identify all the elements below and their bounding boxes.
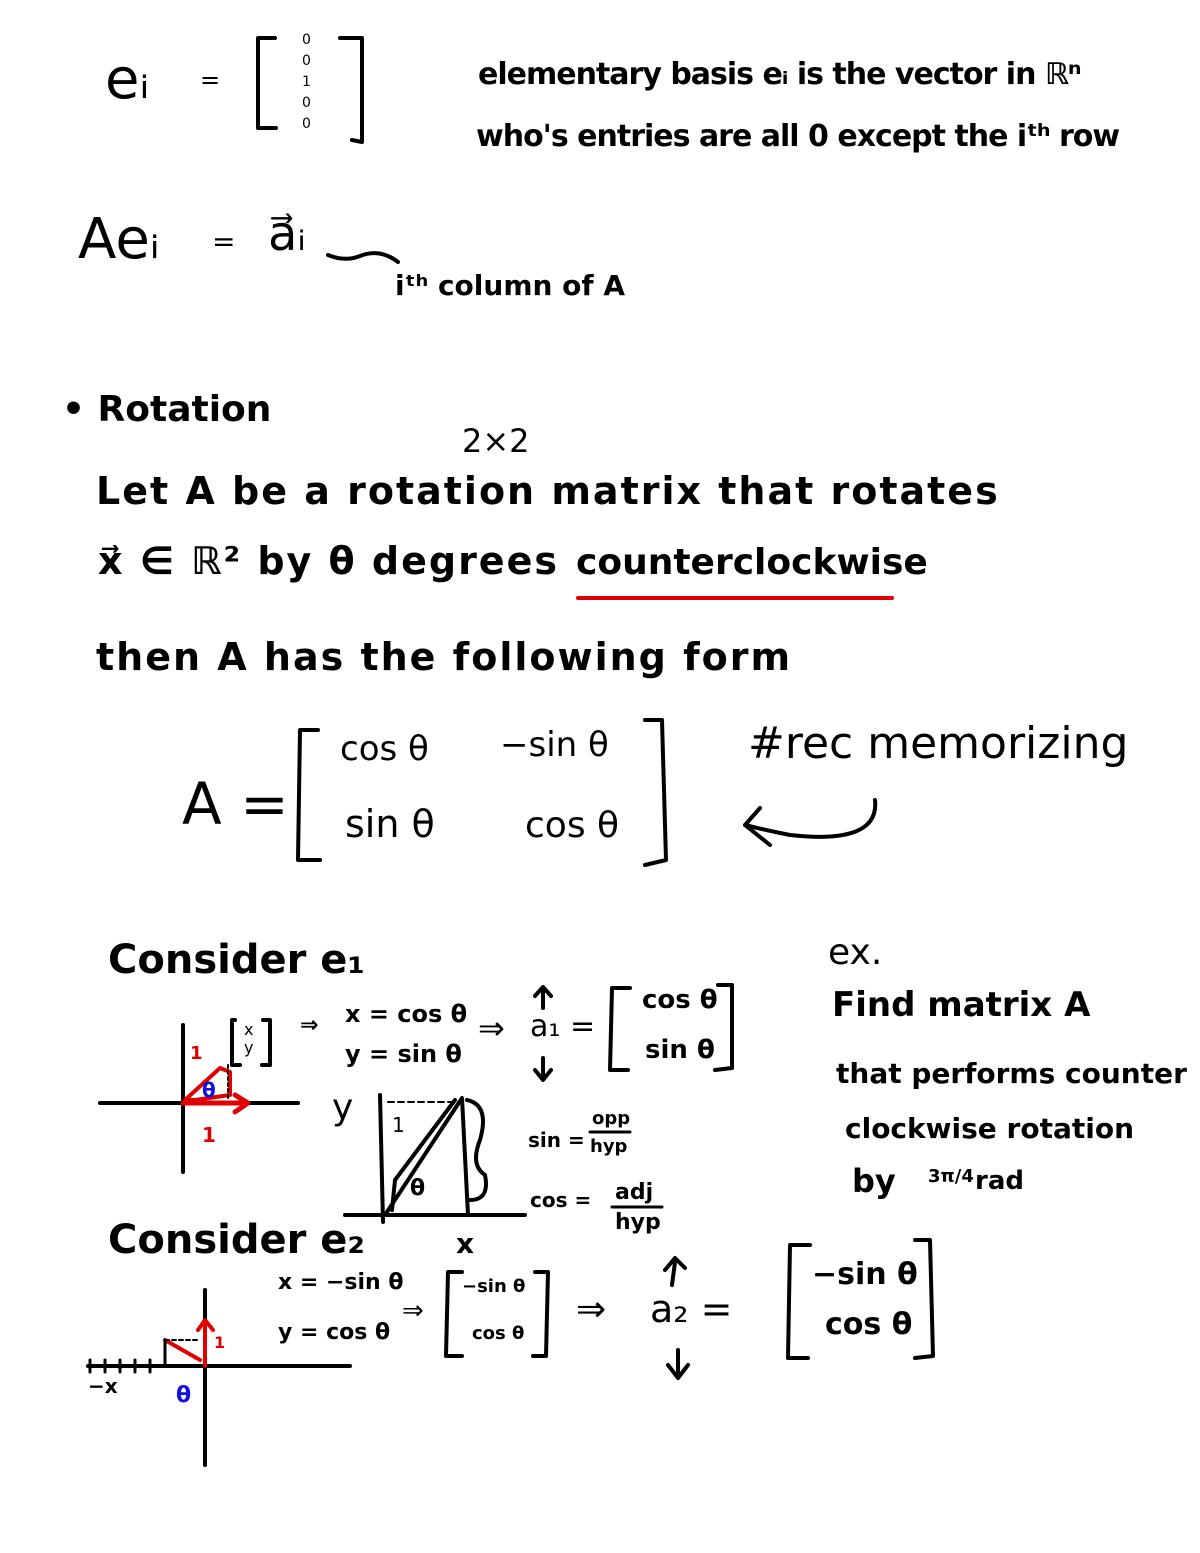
ei-label: eᵢ (105, 47, 150, 112)
matrix-cell-22: cos θ (525, 805, 620, 846)
ei-right-bracket (338, 36, 364, 144)
aei-lhs: Aeᵢ (78, 207, 160, 272)
example-line-1: Find matrix A (832, 985, 1091, 1025)
e1-vec-x: x (244, 1020, 254, 1039)
e2-vec-bottom: cos θ (472, 1323, 525, 1344)
example-angle: 3π/4 (928, 1166, 974, 1187)
example-line-2: that performs counter (836, 1057, 1187, 1090)
e2-implies: ⇒ (576, 1289, 607, 1330)
triangle-hyp-label: 1 (392, 1113, 405, 1137)
note-line-2: who's entries are all 0 except the iᵗʰ r… (476, 119, 1120, 154)
memo-arrow (743, 798, 878, 847)
cos-def-den: hyp (615, 1210, 661, 1235)
triangle-y-label: y (332, 1087, 354, 1128)
red-label-bottom: 1 (202, 1123, 216, 1147)
a2-top: −sin θ (812, 1257, 918, 1292)
column-note: iᵗʰ column of A (395, 269, 626, 302)
neg-x-label: −x (88, 1374, 118, 1398)
sin-def-den: hyp (590, 1136, 628, 1157)
squiggle-arrow (326, 251, 400, 264)
example-label: ex. (828, 932, 883, 973)
red-label-top: 1 (190, 1043, 203, 1064)
counterclockwise-word: counterclockwise (576, 542, 928, 583)
aei-equals: = (212, 225, 236, 258)
ei-entry: 0 (302, 53, 311, 69)
example-unit: rad (975, 1166, 1024, 1196)
e1-x-eq: x = cos θ (345, 1000, 468, 1028)
ei-entry: 0 (302, 116, 311, 132)
equals-sign: = (200, 66, 221, 94)
matrix-cell-11: cos θ (340, 729, 429, 769)
triangle-vertical-axis (378, 1093, 385, 1224)
matrix-cell-21: sin θ (345, 802, 435, 846)
a1-label: a₁ = (530, 1009, 596, 1044)
cos-def-num: adj (615, 1180, 654, 1205)
sin-def-lhs: sin = (528, 1128, 585, 1152)
a1-cos: cos θ (642, 985, 718, 1015)
matrix-right-bracket (643, 718, 668, 867)
example-by: by (852, 1162, 896, 1200)
ei-entry: 1 (302, 74, 311, 90)
example-line-3: clockwise rotation (845, 1112, 1134, 1145)
ei-entry: 0 (302, 32, 311, 48)
rotation-line-2: x⃗ ∈ ℝ² by θ degrees (98, 539, 559, 583)
e2-blue-theta: θ (176, 1383, 192, 1408)
cos-def-lhs: cos = (530, 1188, 592, 1212)
ei-left-bracket (256, 36, 278, 130)
memo-note: #rec memorizing (748, 718, 1129, 769)
a2-label: a₂ = (650, 1287, 733, 1331)
e1-implies: ⇒ (478, 1009, 505, 1047)
rotation-line-3: then A has the following form (96, 635, 793, 679)
e1-arrow: ⇒ (300, 1013, 319, 1038)
note-line-1: elementary basis eᵢ is the vector in ℝⁿ (478, 57, 1082, 92)
consider-e1-heading: Consider e₁ (108, 937, 365, 983)
rotation-heading: • Rotation (62, 389, 272, 430)
sin-def-num: opp (592, 1108, 631, 1129)
e2-x-eq: x = −sin θ (278, 1270, 404, 1295)
consider-e2-heading: Consider e₂ (108, 1217, 365, 1263)
matrix-lhs: A = (182, 770, 289, 838)
a1-sin: sin θ (645, 1035, 715, 1065)
matrix-size: 2×2 (462, 422, 530, 460)
ei-entry: 0 (302, 95, 311, 111)
e2-red-label: 1 (214, 1333, 226, 1352)
e1-y-eq: y = sin θ (345, 1040, 462, 1068)
e1-vec-y: y (244, 1038, 254, 1057)
a2-bottom: cos θ (825, 1307, 913, 1342)
e2-y-eq: y = cos θ (278, 1320, 391, 1345)
e2-vec-top: −sin θ (462, 1276, 526, 1297)
triangle-theta: θ (410, 1176, 426, 1201)
blue-theta: θ (202, 1078, 216, 1102)
ei-vector: 0 0 1 0 0 (302, 30, 311, 135)
e2-arrow: ⇒ (402, 1296, 424, 1326)
matrix-cell-12: −sin θ (500, 725, 609, 765)
triangle-x-label: x (456, 1227, 475, 1260)
rotation-line-1: Let A be a rotation matrix that rotates (96, 469, 1000, 513)
matrix-left-bracket (296, 728, 322, 862)
aei-rhs: a⃗ᵢ (268, 206, 306, 262)
